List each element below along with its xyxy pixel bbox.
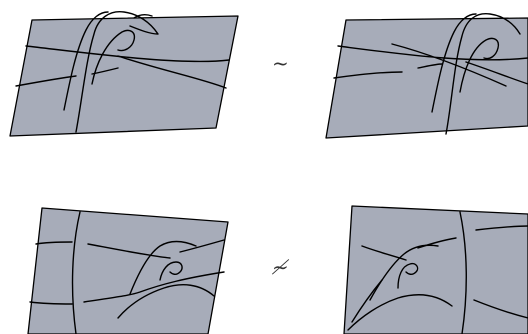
panel-top-right-curl: [459, 37, 500, 93]
panel-bottom-left-lower-arc: [83, 271, 225, 303]
panel-bottom-left-upper-arc-left: [35, 241, 73, 245]
panel-bottom-left-tube-lower: [117, 284, 215, 319]
relation-not-similar-symbol: ≁: [272, 255, 290, 279]
panel-bottom-left-tube: [129, 240, 197, 295]
panel-bottom-left-upper-arc-right: [87, 243, 171, 259]
panel-top-right-tube-back: [431, 13, 477, 113]
panel-top-right-lower-arc-mid: [417, 63, 443, 69]
panel-top-left: [9, 11, 239, 137]
panel-bottom-right: [343, 205, 528, 334]
panel-bottom-left-sheet: [27, 207, 229, 334]
panel-top-right-tube-front: [445, 13, 521, 135]
panel-bottom-right-curl: [397, 262, 419, 289]
panel-bottom-left-curl: [159, 261, 183, 281]
panel-bottom-left-seam: [71, 211, 81, 334]
panel-bottom-right-upper-arc-right: [475, 225, 528, 231]
panel-top-right: [325, 13, 528, 139]
panel-top-right-cross-arc: [391, 43, 507, 87]
panel-bottom-left: [27, 207, 229, 334]
panel-bottom-right-lower-arc: [473, 299, 528, 319]
panel-bottom-left-upper-arc-far: [179, 239, 225, 253]
panel-bottom-right-sheet: [343, 205, 528, 334]
panel-bottom-left-lower-arc-left: [29, 301, 73, 305]
panel-bottom-right-tube-back: [351, 279, 383, 323]
panel-bottom-right-upper-arc-mid: [417, 237, 457, 249]
panel-top-left-lower-arc-right: [117, 55, 227, 89]
panel-top-left-tube-top-tab: [133, 13, 153, 19]
panel-top-left-sheet: [9, 15, 239, 137]
panel-top-left-lower-arc-left: [15, 75, 77, 87]
relation-similar-symbol: ~: [272, 51, 289, 75]
panel-top-right-lower-arc-left: [333, 71, 403, 79]
panel-top-left-tube-front: [75, 11, 159, 133]
panel-top-left-upper-arc: [25, 45, 230, 63]
panel-bottom-right-tube-lower: [347, 294, 453, 331]
panel-top-right-lower-arc-right: [465, 61, 528, 85]
panel-bottom-right-seam: [459, 211, 467, 334]
panel-top-left-curl: [91, 29, 136, 85]
panel-top-left-tube-back: [63, 11, 109, 111]
panel-bottom-right-upper-arc-left: [361, 245, 407, 261]
panel-top-right-sheet: [325, 17, 528, 139]
